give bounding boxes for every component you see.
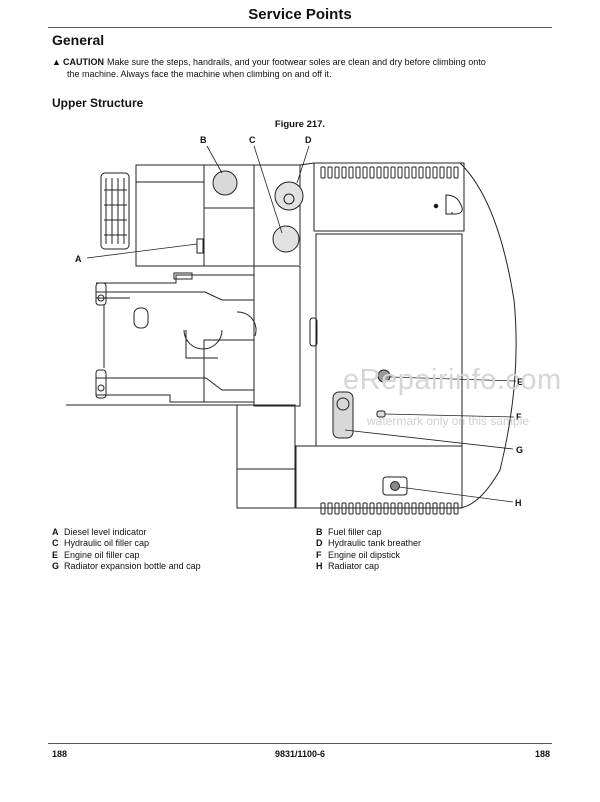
figure-caption: Figure 217. [274,119,326,130]
vent-slot [390,502,396,515]
caution-text-line2: the machine. Always face the machine whe… [67,68,332,79]
vent-slot [453,166,459,179]
callout-C: C [249,135,256,145]
vent-slot [397,502,403,515]
vent-slot [369,502,375,515]
caution-text-line1: Make sure the steps, handrails, and your… [107,57,486,67]
vent-slot [376,166,382,179]
vent-slot [320,166,326,179]
document-code: 9831/1100-6 [274,749,326,759]
watermark-sub: watermark only on this sample [367,414,530,428]
callout-A: A [75,254,82,264]
section-heading: General [52,32,105,48]
vent-slot [383,166,389,179]
vent-slot [432,502,438,515]
vent-slot [439,502,445,515]
vent-slot [446,502,452,515]
vent-slot [453,502,459,515]
callout-B: B [200,135,207,145]
vent-slot [348,502,354,515]
vent-slot [404,166,410,179]
vent-slot [383,502,389,515]
vent-slot [418,502,424,515]
vent-slot [404,502,410,515]
callout-H: H [515,498,522,508]
vent-slot [362,502,368,515]
vent-slot [334,166,340,179]
subsection-heading: Upper Structure [52,96,144,110]
vent-slot [425,502,431,515]
vent-slot [334,502,340,515]
vent-slot [341,166,347,179]
warning-triangle-icon: ▲ [52,57,61,67]
title-rule [48,27,552,28]
vent-slot [362,166,368,179]
vent-slot [327,166,333,179]
vent-slot [446,166,452,179]
vent-slot [439,166,445,179]
page-number-right: 188 [534,749,550,759]
callout-E: E [517,377,523,387]
callout-F: F [516,412,522,422]
vent-slot [348,166,354,179]
vent-slot [390,166,396,179]
footer-rule [48,743,552,744]
watermark-main: eRepairinfo.com [343,364,562,396]
vent-slot [355,502,361,515]
vent-slot [432,166,438,179]
vent-slot [355,166,361,179]
vent-slot [369,166,375,179]
vent-slot [327,502,333,515]
vent-slot [397,166,403,179]
caution-label: CAUTION [63,57,104,67]
vent-slot [425,166,431,179]
vent-slot [411,166,417,179]
page-number-left: 188 [52,749,68,759]
callout-G: G [516,445,523,455]
vent-slot [320,502,326,515]
vent-slot [341,502,347,515]
vent-slot [411,502,417,515]
callout-D: D [305,135,312,145]
page-title: Service Points [248,6,352,23]
vent-slot [376,502,382,515]
vent-slot [418,166,424,179]
